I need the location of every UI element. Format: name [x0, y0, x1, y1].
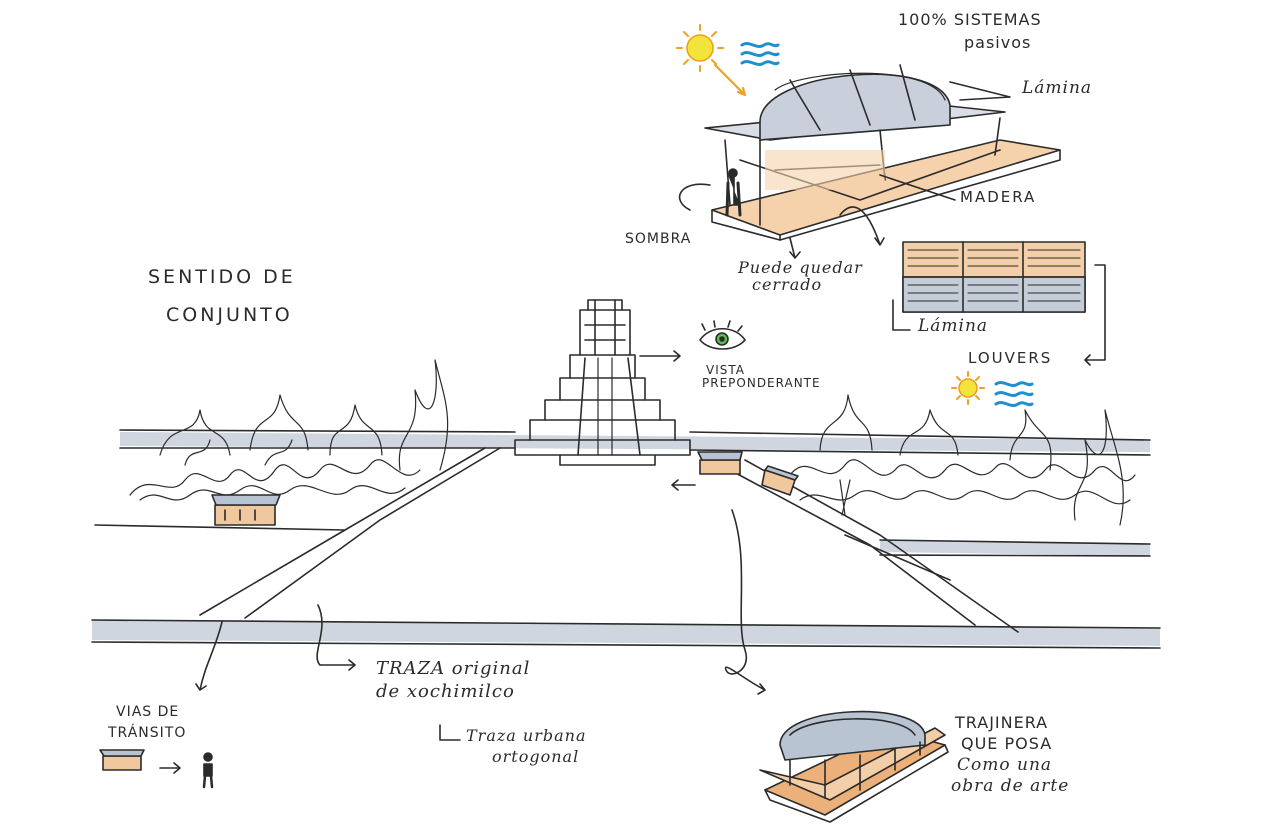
traza-label: TRAZA original de xochimilco [376, 658, 531, 702]
boat-road [761, 465, 799, 496]
pasivos-title: 100% SISTEMAS pasivos [898, 10, 1042, 52]
louvers-label: LOUVERS [968, 349, 1053, 367]
trajinera-pointer [724, 509, 766, 695]
boat-arrow [671, 479, 696, 491]
trajinera-line4: obra de arte [951, 776, 1070, 797]
sentido-line1: SENTIDO DE [148, 266, 296, 288]
cerrado-label: Puede quedar cerrado [738, 258, 863, 294]
vias-pointer [195, 621, 223, 691]
vegetation-right [789, 394, 1136, 526]
boat-center [697, 451, 743, 475]
traza-pointer [316, 604, 356, 671]
eye-icon [699, 320, 746, 350]
cerrado-line1: Puede quedar [738, 258, 863, 277]
vista-line1: VISTA [706, 363, 745, 377]
boat-left [211, 494, 281, 526]
trajinera-label: TRAJINERA QUE POSA Como una obra de arte [951, 713, 1069, 796]
madera-label: MADERA [960, 188, 1037, 206]
madera-pointer [879, 174, 956, 201]
sentido-label: SENTIDO DE CONJUNTO [148, 266, 296, 326]
pavilion-sketch [704, 64, 1061, 241]
vista-line2: PREPONDERANTE [702, 375, 821, 390]
vias-line1: VIAS DE [116, 704, 180, 720]
cerrado-arrow [789, 237, 801, 259]
vista-arrow [639, 350, 681, 362]
urbana-line2: ortogonal [492, 746, 580, 766]
urbana-pointer [439, 724, 461, 741]
trajinera-line1: TRAJINERA [955, 713, 1049, 732]
sun-icon [676, 24, 747, 97]
lamina-louvers-label: Lámina [918, 316, 989, 336]
lamina-pointer [949, 81, 1011, 101]
vegetation-left [129, 359, 449, 501]
pasivos-line2: pasivos [964, 32, 1032, 52]
sombra-label: SOMBRA [625, 231, 692, 247]
trajinera-sketch [759, 710, 949, 823]
sentido-line2: CONJUNTO [166, 303, 293, 326]
sombra-arrow [678, 183, 711, 211]
trajinera-line2: QUE POSA [961, 733, 1053, 753]
boat-legend [99, 749, 145, 771]
pyramid [514, 299, 691, 466]
vias-label: VIAS DE TRÁNSITO [108, 705, 186, 740]
traza-line2: de xochimilco [376, 680, 515, 702]
sun-icon-small [951, 371, 985, 405]
louvers-curve [839, 206, 885, 246]
person-icon [202, 752, 214, 789]
trajinera-line3: Como una [957, 754, 1053, 775]
louvers-panel [892, 241, 1106, 366]
wave-icon [740, 42, 780, 66]
urbana-label: Traza urbana ortogonal [466, 726, 587, 766]
cerrado-line2: cerrado [752, 274, 823, 294]
ground-lines [91, 429, 1161, 649]
traza-line1: TRAZA original [376, 658, 531, 679]
vista-label: VISTA PREPONDERANTE [702, 364, 821, 389]
lamina-top-label: Lámina [1022, 78, 1093, 98]
wave-icon-small [994, 381, 1034, 407]
pasivos-line1: 100% SISTEMAS [898, 10, 1042, 29]
urbana-line1: Traza urbana [466, 726, 587, 745]
legend-arrow [159, 762, 181, 774]
vias-line2: TRÁNSITO [108, 724, 187, 741]
